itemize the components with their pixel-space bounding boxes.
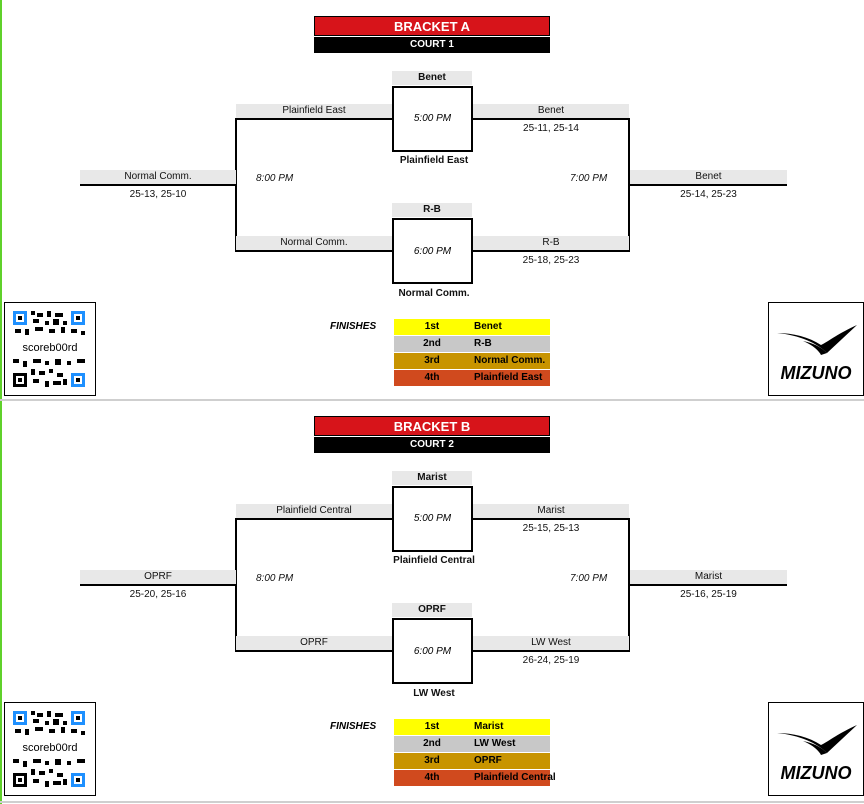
right-final-score: 25-14, 25-23 <box>680 189 737 200</box>
left-final-score: 25-20, 25-16 <box>129 589 187 600</box>
bottom-game-team-label: R-B <box>392 203 472 217</box>
right-final-line <box>628 184 787 186</box>
finish-row-3: 3rd OPRF <box>394 753 550 769</box>
top-game-below-team: Plainfield East <box>399 155 469 166</box>
finish-row-1: 1st Benet <box>394 319 550 335</box>
bottom-game-box: 6:00 PM <box>392 218 473 284</box>
right-final-score: 25-16, 25-19 <box>680 589 737 600</box>
qr-code: scoreb00rd <box>4 702 96 796</box>
left-final-line <box>80 184 237 186</box>
finish-team: Normal Comm. <box>474 355 546 366</box>
finish-place: 2nd <box>423 338 441 349</box>
finish-team: R-B <box>474 338 492 349</box>
court-label: COURT 1 <box>314 37 550 53</box>
bottom-game-team-label: OPRF <box>392 603 472 617</box>
qr-code: scoreb00rd <box>4 302 96 396</box>
upper-right-team-label: Benet <box>473 104 629 118</box>
top-game-box: 5:00 PM <box>392 486 473 552</box>
left-final-score: 25-13, 25-10 <box>129 189 187 200</box>
finishes-label: FINISHES <box>330 721 377 732</box>
finish-row-2: 2nd R-B <box>394 336 550 352</box>
mizuno-runbird-icon: MIZUNO <box>777 325 857 383</box>
upper-right-score: 25-15, 25-13 <box>522 523 580 534</box>
mizuno-logo: MIZUNO <box>768 702 864 796</box>
finish-row-3: 3rd Normal Comm. <box>394 353 550 369</box>
upper-right-score: 25-11, 25-14 <box>523 123 579 134</box>
finish-place: 4th <box>424 772 440 783</box>
lower-left-team-label: Normal Comm. <box>236 236 392 250</box>
top-game-box: 5:00 PM <box>392 86 473 152</box>
mizuno-runbird-icon: MIZUNO <box>777 725 857 783</box>
section-separator <box>0 399 864 401</box>
left-edge-bar <box>0 0 2 804</box>
upper-right-team-label: Marist <box>473 504 629 518</box>
finish-team: LW West <box>474 738 516 749</box>
finishes-label: FINISHES <box>330 321 377 332</box>
finish-row-4: 4th Plainfield Central <box>394 770 556 786</box>
bottom-separator <box>0 801 864 803</box>
right-final-team-label: Marist <box>630 570 787 584</box>
finish-team: Marist <box>474 721 504 732</box>
lower-left-line <box>235 650 393 652</box>
bottom-game-below-team: LW West <box>413 688 455 699</box>
lower-right-team-label: R-B <box>473 236 629 250</box>
upper-left-team-label: Plainfield East <box>236 104 392 118</box>
bottom-game-box: 6:00 PM <box>392 618 473 684</box>
qr-code-text: scoreb00rd <box>22 342 77 354</box>
top-game-time: 5:00 PM <box>413 513 452 524</box>
bottom-game-time: 6:00 PM <box>413 246 452 257</box>
finish-place: 1st <box>424 321 440 332</box>
top-game-below-team: Plainfield Central <box>393 555 475 566</box>
qr-code-text: scoreb00rd <box>22 742 77 754</box>
right-final-line <box>628 584 787 586</box>
finish-row-1: 1st Marist <box>394 719 550 735</box>
right-final-time: 7:00 PM <box>570 173 608 184</box>
mizuno-logo: MIZUNO <box>768 302 864 396</box>
top-game-team-label: Benet <box>392 71 472 85</box>
upper-right-line <box>473 118 630 120</box>
bottom-game-below-team: Normal Comm. <box>398 288 470 299</box>
finish-team: OPRF <box>474 755 502 766</box>
upper-left-line <box>235 518 393 520</box>
lower-right-score: 26-24, 25-19 <box>522 655 580 666</box>
finish-place: 1st <box>424 721 440 732</box>
bracket-title: BRACKET A <box>314 16 550 36</box>
bracket-b-section: BRACKET B COURT 2 Marist 5:00 PM Plainfi… <box>0 400 864 800</box>
mizuno-text: MIZUNO <box>781 763 852 783</box>
left-final-time: 8:00 PM <box>256 173 294 184</box>
bracket-a-section: BRACKET A COURT 1 Benet 5:00 PM Plainfie… <box>0 0 864 400</box>
lower-right-score: 25-18, 25-23 <box>522 255 580 266</box>
left-final-team-label: Normal Comm. <box>80 170 236 184</box>
bottom-game-time: 6:00 PM <box>413 646 452 657</box>
finish-team: Plainfield East <box>474 372 543 383</box>
finish-team: Benet <box>474 321 502 332</box>
right-final-time: 7:00 PM <box>570 573 608 584</box>
top-game-time: 5:00 PM <box>413 113 452 124</box>
finish-team: Plainfield Central <box>474 772 556 783</box>
finish-row-2: 2nd LW West <box>394 736 550 752</box>
qr-code-icon: scoreb00rd <box>9 311 91 387</box>
mizuno-text: MIZUNO <box>781 363 852 383</box>
left-final-team-label: OPRF <box>80 570 236 584</box>
qr-code-icon: scoreb00rd <box>9 711 91 787</box>
upper-left-team-label: Plainfield Central <box>236 504 392 518</box>
finish-place: 3rd <box>424 355 440 366</box>
left-final-line <box>80 584 237 586</box>
lower-left-line <box>235 250 393 252</box>
finish-place: 2nd <box>423 738 441 749</box>
lower-left-team-label: OPRF <box>236 636 392 650</box>
left-final-time: 8:00 PM <box>256 573 294 584</box>
lower-right-line <box>473 650 630 652</box>
finish-row-4: 4th Plainfield East <box>394 370 550 386</box>
right-final-team-label: Benet <box>630 170 787 184</box>
court-label: COURT 2 <box>314 437 550 453</box>
upper-left-line <box>235 118 393 120</box>
bracket-title: BRACKET B <box>314 416 550 436</box>
finish-place: 3rd <box>424 755 440 766</box>
top-game-team-label: Marist <box>392 471 472 485</box>
finish-place: 4th <box>424 372 440 383</box>
lower-right-team-label: LW West <box>473 636 629 650</box>
lower-right-line <box>473 250 630 252</box>
upper-right-line <box>473 518 630 520</box>
